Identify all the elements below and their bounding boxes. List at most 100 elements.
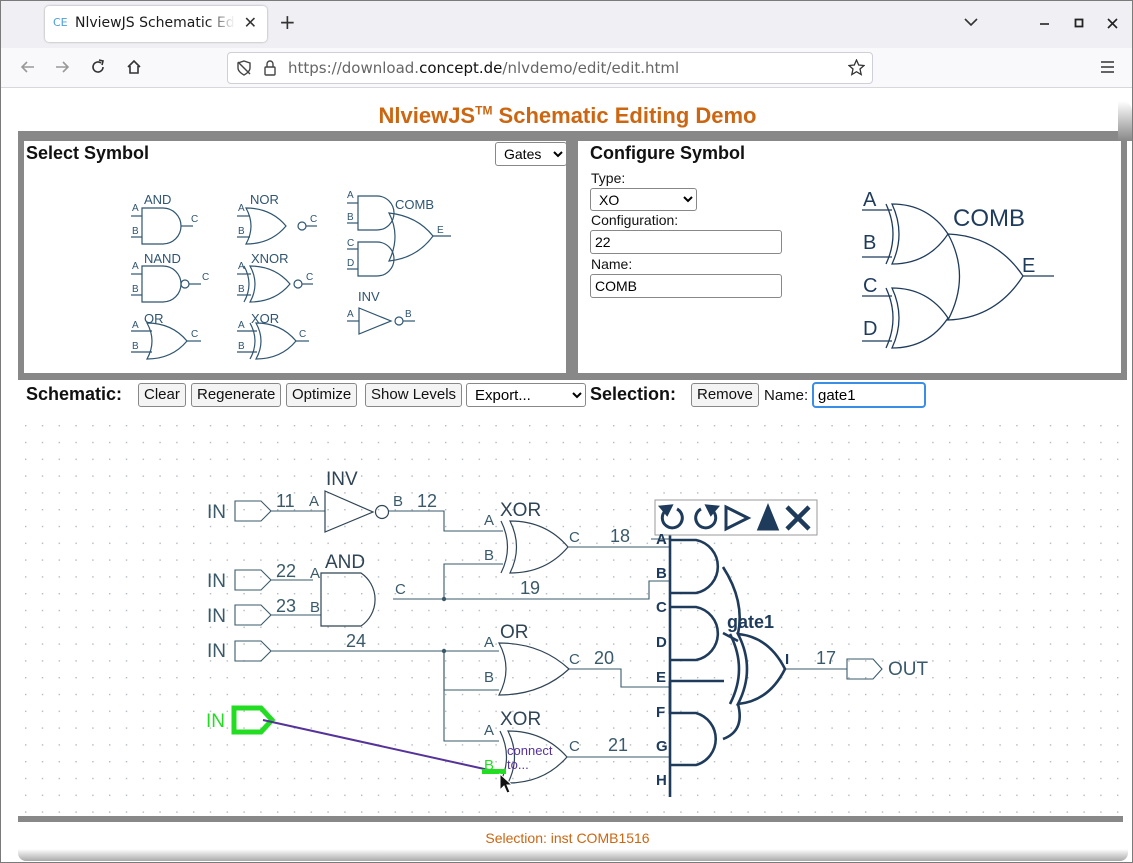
symbol-palette[interactable]: AND NOR COMB NAND XNOR INV OR XOR ABC AB… (121, 186, 461, 366)
net-label: 22 (276, 561, 296, 581)
menu-icon[interactable] (1100, 60, 1115, 74)
flip-horizontal-icon[interactable] (724, 504, 752, 532)
close-icon[interactable] (1107, 18, 1119, 30)
palette-xor-symbol[interactable] (254, 322, 297, 360)
pin-label: C (299, 329, 306, 340)
output-port[interactable] (846, 658, 883, 680)
palette-inv-symbol[interactable] (358, 307, 393, 335)
gate1-pin: C (656, 599, 667, 616)
lock-icon[interactable] (263, 60, 277, 76)
rotate-right-icon[interactable] (694, 504, 721, 530)
shield-icon[interactable] (236, 60, 252, 76)
pin-label: C (395, 581, 406, 598)
symbol-preview: A B C D E COMB (862, 189, 1054, 349)
palette-and-label: AND (144, 192, 171, 207)
xor-gate-1[interactable] (500, 520, 569, 574)
gate1-pin: F (656, 704, 665, 721)
reload-icon[interactable] (90, 59, 106, 75)
palette-or-symbol[interactable] (145, 322, 188, 360)
favicon-icon: CE (53, 16, 68, 29)
gate1-pin: D (656, 634, 667, 651)
maximize-icon[interactable] (1074, 18, 1086, 30)
input-port[interactable] (234, 640, 272, 662)
browser-tab[interactable]: CE NlviewJS Schematic Editing ✕ (45, 6, 267, 42)
net-label: 21 (608, 735, 628, 755)
gate1-pin: A (656, 531, 667, 548)
new-tab-button[interactable]: + (279, 10, 296, 34)
net-label: 24 (346, 631, 366, 651)
optimize-button[interactable]: Optimize (286, 383, 358, 407)
minimize-icon[interactable] (1039, 17, 1051, 29)
configuration-input[interactable] (590, 230, 782, 254)
drag-wire (262, 719, 499, 773)
pin-label: A (310, 565, 320, 582)
port-out-label: OUT (888, 659, 929, 680)
rotate-left-icon[interactable] (657, 504, 684, 530)
symbol-name-input[interactable] (590, 274, 782, 298)
input-port[interactable] (234, 500, 272, 522)
inv-gate[interactable] (324, 490, 390, 533)
pin-label: C (569, 529, 580, 546)
pin-label: B (238, 226, 245, 237)
navigation-bar: https://download.concept.de/nlvdemo/edit… (1, 48, 1132, 88)
palette-nand-symbol[interactable] (141, 265, 182, 303)
pin-label: A (132, 320, 139, 331)
frame-footer (18, 849, 1128, 861)
schematic-canvas[interactable]: IN IN IN IN IN OUT 11 12 22 23 24 18 19 … (21, 421, 1121, 816)
input-port-highlighted[interactable] (231, 705, 276, 735)
pin-label: B (310, 599, 320, 616)
selection-name-label: Name: (764, 387, 809, 404)
gate1-pin: G (656, 738, 668, 755)
home-icon[interactable] (126, 59, 142, 75)
list-all-tabs-icon[interactable] (964, 17, 978, 27)
wires (271, 510, 847, 758)
url-text[interactable]: https://download.concept.de/nlvdemo/edit… (288, 59, 679, 77)
star-icon[interactable] (848, 59, 865, 76)
palette-and-symbol[interactable] (141, 207, 182, 245)
preview-pin-c: C (863, 275, 877, 297)
pin-label: C (191, 214, 198, 225)
clear-button[interactable]: Clear (138, 383, 186, 407)
regenerate-button[interactable]: Regenerate (191, 383, 282, 407)
type-select[interactable]: XO (590, 188, 697, 211)
input-port[interactable] (234, 604, 272, 626)
frame-left-top (18, 131, 24, 376)
pin-label: A (484, 512, 494, 529)
pin-label: B (132, 226, 139, 237)
show-levels-button[interactable]: Show Levels (365, 383, 463, 407)
type-label: Type: (591, 170, 626, 186)
pin-label: A (484, 634, 494, 651)
selection-status: Selection: inst COMB1516 (485, 830, 650, 846)
palette-nor-symbol[interactable] (244, 207, 287, 245)
pin-label: C (202, 272, 209, 283)
configuration-label: Configuration: (591, 212, 679, 228)
and-gate[interactable] (320, 572, 376, 627)
preview-pin-d: D (863, 318, 877, 340)
back-icon[interactable] (19, 59, 35, 75)
palette-xor-label: XOR (251, 311, 279, 326)
delete-icon[interactable] (785, 505, 811, 531)
selection-name-input[interactable] (812, 382, 926, 408)
input-port[interactable] (234, 569, 272, 591)
remove-button[interactable]: Remove (691, 383, 759, 407)
flip-vertical-icon[interactable] (756, 503, 780, 531)
palette-comb-symbol[interactable] (357, 195, 395, 231)
url-bar[interactable]: https://download.concept.de/nlvdemo/edit… (227, 52, 873, 84)
context-toolbar (654, 499, 818, 536)
net-label: 11 (276, 491, 295, 511)
palette-xnor-symbol[interactable] (248, 265, 291, 303)
tab-close-icon[interactable]: ✕ (243, 13, 257, 32)
preview-pin-a: A (863, 189, 877, 211)
preview-pin-e: E (1022, 255, 1035, 277)
name-label: Name: (591, 256, 633, 272)
gate1-comb[interactable] (668, 531, 787, 797)
frame-top (18, 131, 1121, 141)
forward-icon[interactable] (55, 59, 71, 75)
export-select[interactable]: Export... (466, 383, 586, 407)
configure-symbol-heading: Configure Symbol (590, 143, 746, 163)
or-gate[interactable] (497, 642, 570, 696)
gate1-pin: E (656, 669, 666, 686)
port-in-label: IN (207, 606, 226, 627)
pin-label: A (238, 320, 245, 331)
symbol-library-select[interactable]: Gates (495, 142, 567, 166)
